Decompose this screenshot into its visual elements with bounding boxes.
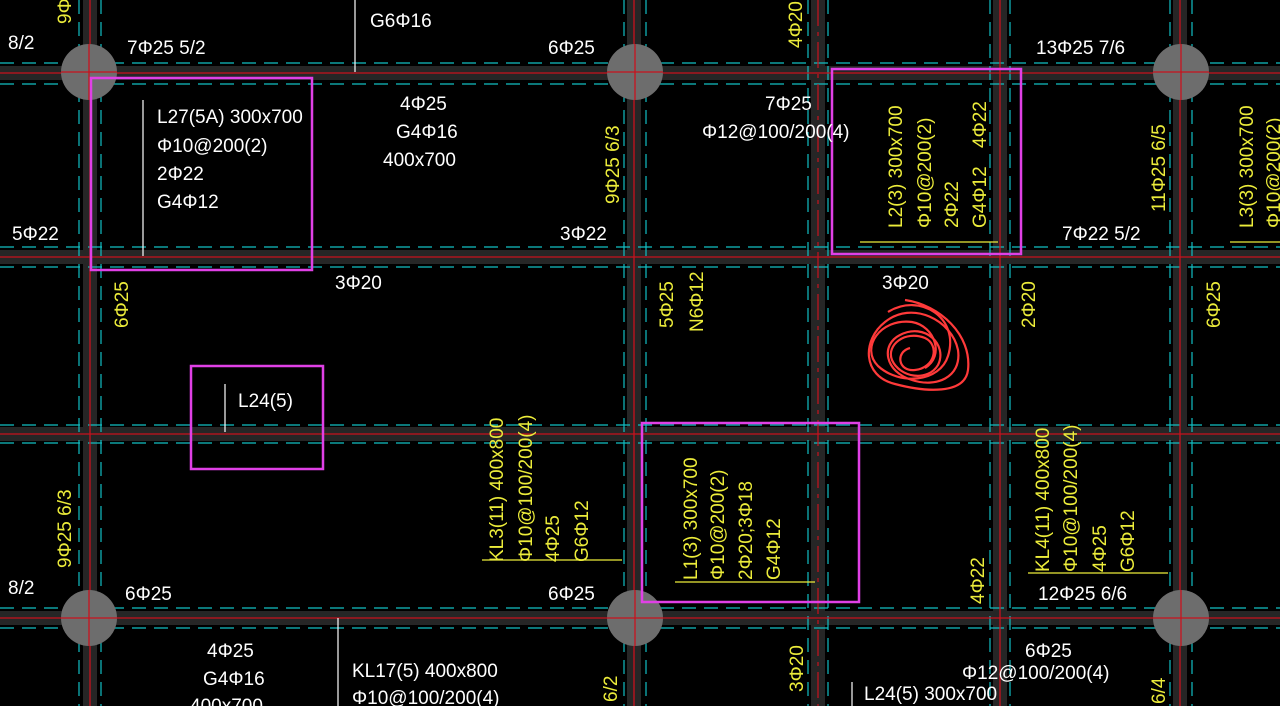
- label-7-25-5-2: 7Φ25 5/2: [127, 38, 206, 59]
- label-l27-bars: 2Φ22: [157, 164, 204, 185]
- label-l1-b: Φ10@200(2): [708, 469, 729, 580]
- label-kl4-a: KL4(11) 400x800: [1033, 428, 1054, 572]
- label-l27-stirrup: Φ10@200(2): [157, 136, 268, 157]
- selection-boxes: [89, 67, 1023, 604]
- label-3-20-bot: 3Φ20: [787, 645, 808, 692]
- label-l27-g: G4Φ12: [157, 192, 219, 213]
- label-9-top: 9Φ: [55, 0, 76, 24]
- label-7-22: 7Φ22 5/2: [1062, 224, 1141, 245]
- label-kl4-b: Φ10@100/200(4): [1061, 425, 1082, 572]
- label-5-22: 5Φ22: [12, 224, 59, 245]
- label-kl3-b: Φ10@100/200(4): [516, 415, 537, 562]
- white-labels: 8/2 7Φ25 5/2 G6Φ16 6Φ25 13Φ25 7/6 L27(5A…: [8, 11, 1141, 706]
- scribble-mark: [867, 298, 970, 391]
- label-6-4: 6/4: [1149, 677, 1170, 704]
- label-6-25-top: 6Φ25: [548, 38, 595, 59]
- label-4-20-top: 4Φ20: [786, 1, 807, 48]
- label-l2-a: L2(3) 300x700: [886, 105, 907, 228]
- label-7-25: 7Φ25: [765, 94, 812, 115]
- label-l27: L27(5A) 300x700: [157, 107, 303, 128]
- label-g4-16-mid: G4Φ16: [396, 122, 458, 143]
- yellow-vertical-labels: 9Φ 4Φ20 9Φ25 6/3 L2(3) 300x700 Φ10@200(2…: [55, 0, 1280, 704]
- label-400x700-mid: 400x700: [383, 150, 456, 171]
- label-6-25-left: 6Φ25: [112, 281, 133, 328]
- label-l1-d: G4Φ12: [764, 518, 785, 580]
- selection-box-l2: [830, 67, 1023, 256]
- label-l2-d: G4Φ12: [970, 166, 991, 228]
- label-2-20: 2Φ20: [1019, 281, 1040, 328]
- label-3-22: 3Φ22: [560, 224, 607, 245]
- leader-lines: [142, 0, 1280, 706]
- columns: [61, 44, 1209, 646]
- label-11-25: 11Φ25 6/5: [1149, 124, 1170, 212]
- label-6-2: 6/2: [601, 676, 622, 702]
- label-kl4-d: G6Φ12: [1118, 510, 1139, 572]
- label-8-2-bot: 8/2: [8, 578, 34, 599]
- selection-box-l1: [640, 421, 861, 604]
- label-4-25-mid: 4Φ25: [400, 94, 447, 115]
- selection-box-l27: [89, 76, 314, 272]
- label-kl3-a: KL3(11) 400x800: [487, 418, 508, 562]
- label-400x700-bot: 400x700: [190, 696, 263, 706]
- label-g6-16: G6Φ16: [370, 11, 432, 32]
- label-3-20-a: 3Φ20: [335, 273, 382, 294]
- label-6-25-bl: 6Φ25: [125, 584, 172, 605]
- label-6-25-right: 6Φ25: [1204, 281, 1225, 328]
- label-8-2-top: 8/2: [8, 33, 34, 54]
- label-9-25-63-left: 9Φ25 6/3: [55, 489, 76, 568]
- label-l3-b: Φ10@200(2): [1264, 117, 1280, 228]
- label-4-25-bot: 4Φ25: [207, 641, 254, 662]
- label-l24-bot: L24(5) 300x700: [864, 684, 997, 705]
- label-l1-a: L1(3) 300x700: [681, 457, 702, 580]
- label-12-100: Φ12@100/200(4): [702, 122, 849, 143]
- label-6-25-br: 6Φ25: [1025, 641, 1072, 662]
- label-kl4-c: 4Φ25: [1090, 525, 1111, 572]
- label-l24: L24(5): [238, 391, 293, 412]
- label-kl17-stirrup: Φ10@100/200(4): [352, 688, 499, 706]
- label-n6-12: N6Φ12: [687, 271, 708, 332]
- label-9-25-63: 9Φ25 6/3: [603, 125, 624, 204]
- label-kl17: KL17(5) 400x800: [352, 661, 498, 682]
- label-l1-c: 2Φ20;3Φ18: [736, 481, 757, 580]
- label-l3-a: L3(3) 300x700: [1237, 105, 1258, 228]
- label-l2-c: 2Φ22: [942, 181, 963, 228]
- label-13-25: 13Φ25 7/6: [1036, 38, 1125, 59]
- selection-box-l24: [189, 364, 325, 471]
- label-12-25-66: 12Φ25 6/6: [1038, 584, 1127, 605]
- label-kl3-c: 4Φ25: [543, 515, 564, 562]
- label-12-100-bot: Φ12@100/200(4): [962, 663, 1109, 684]
- label-5-25: 5Φ25: [657, 281, 678, 328]
- label-l2-b: Φ10@200(2): [915, 117, 936, 228]
- label-6-25-bm: 6Φ25: [548, 584, 595, 605]
- label-g4-16-bot: G4Φ16: [203, 669, 265, 690]
- label-4-22-bot: 4Φ22: [968, 557, 989, 604]
- label-3-20-b: 3Φ20: [882, 273, 929, 294]
- label-kl3-d: G6Φ12: [572, 500, 593, 562]
- label-l2-e: 4Φ22: [970, 101, 991, 148]
